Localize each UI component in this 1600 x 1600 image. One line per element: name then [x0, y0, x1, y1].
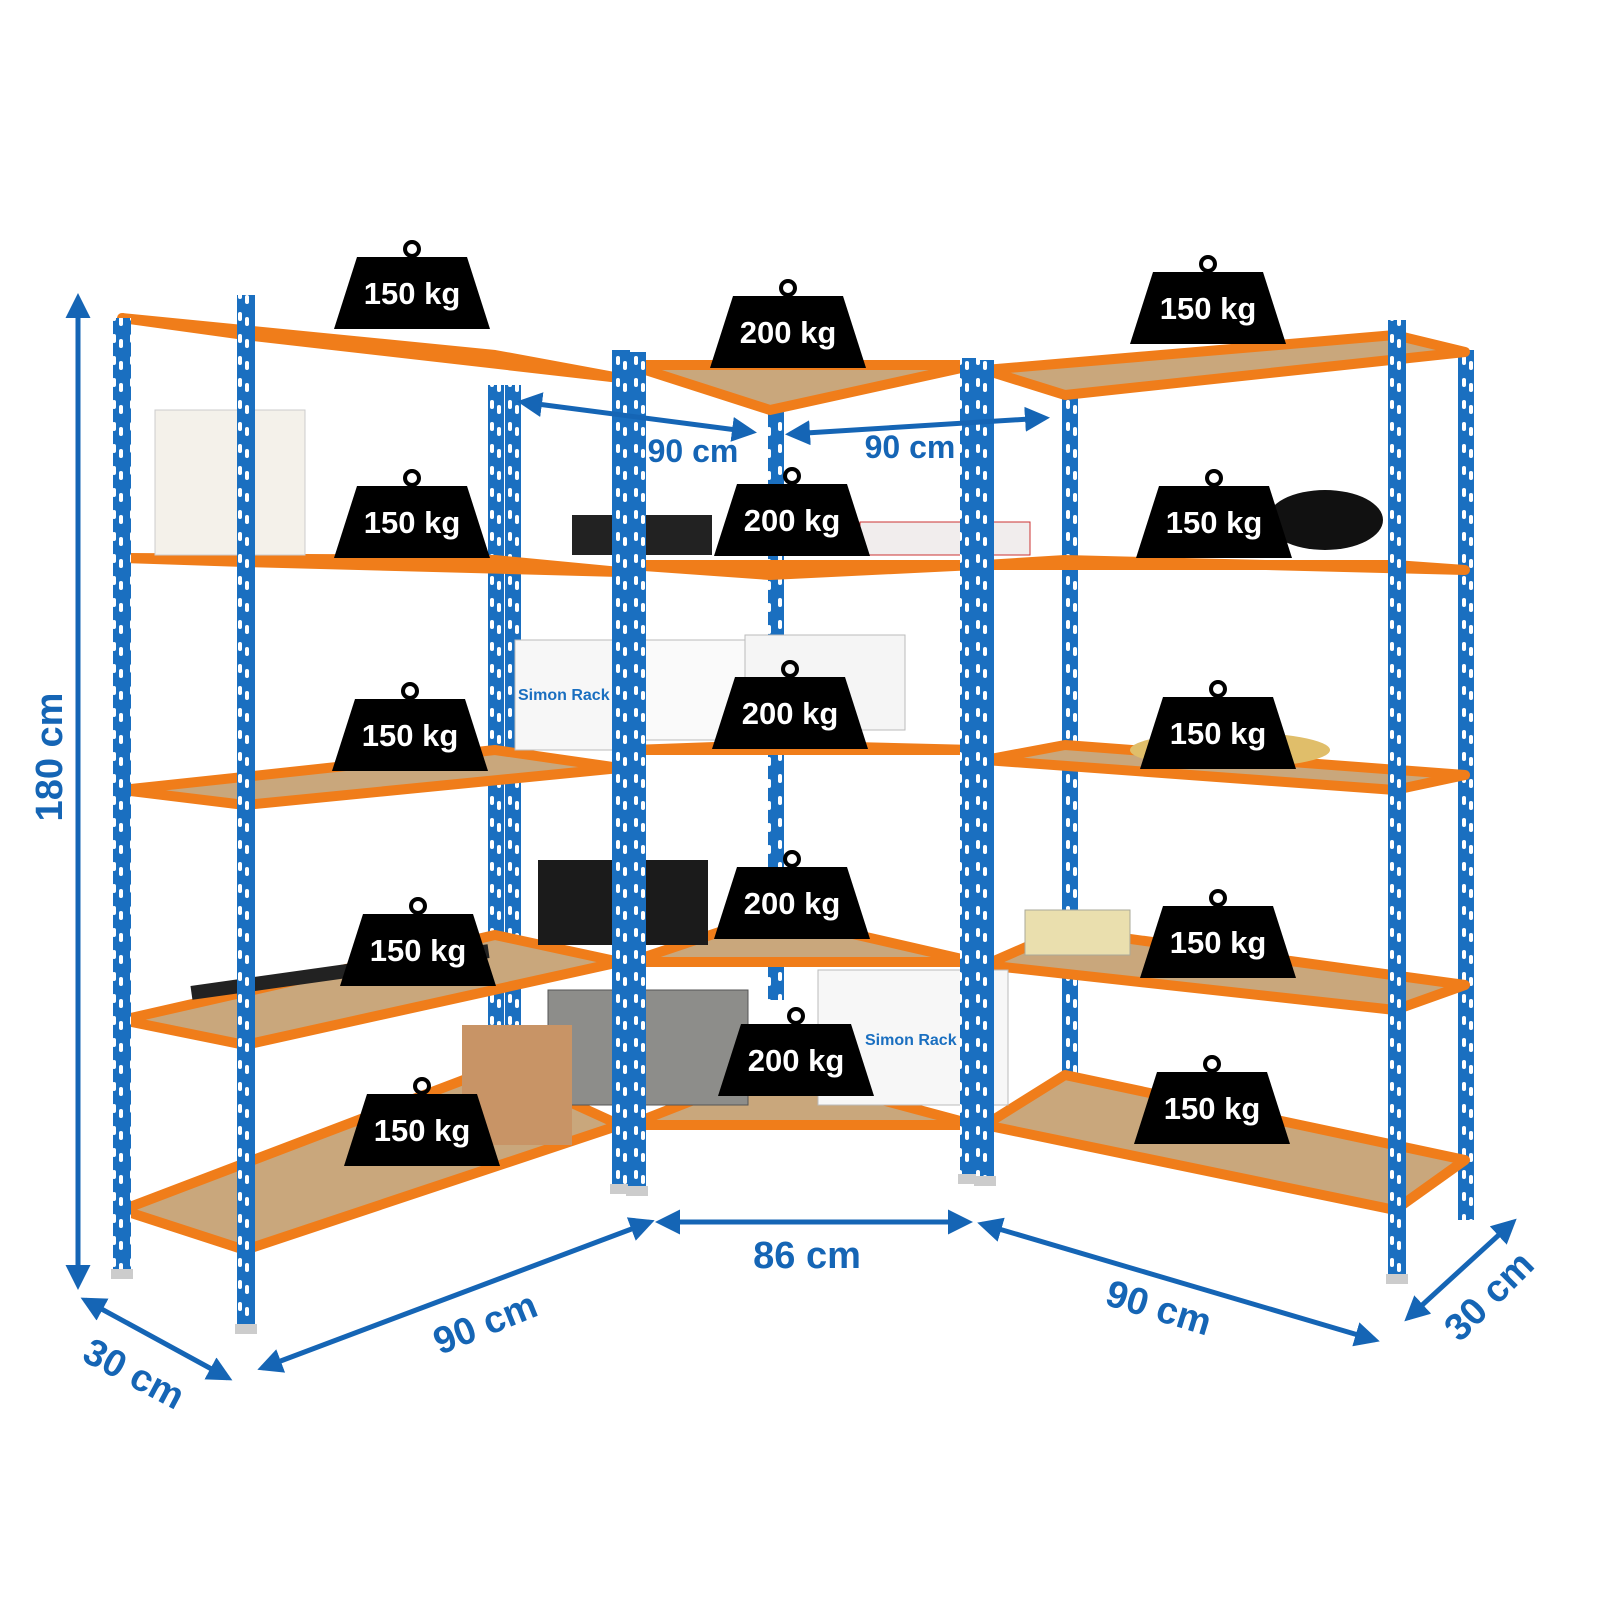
weight-capacity-label: 200 kg	[740, 315, 837, 350]
width-left-arrow	[257, 1217, 655, 1373]
bucket	[154, 409, 306, 556]
weight-capacity-label: 150 kg	[364, 276, 461, 311]
foot-plate	[1386, 1274, 1408, 1284]
upright-post	[612, 350, 630, 1190]
weight-icon: 200 kg	[712, 660, 868, 749]
load-capacity-weights: 150 kg 150 kg 150 kg 150 kg 150 kg 200 kg 200 …	[332, 240, 1296, 1166]
width-left-label: 90 cm	[428, 1284, 544, 1363]
cable-reel	[1267, 490, 1383, 550]
width-right-label: 90 cm	[1101, 1273, 1216, 1345]
weight-capacity-label: 150 kg	[362, 718, 459, 753]
weight-icon: 150 kg	[332, 682, 488, 771]
shelf-board	[117, 553, 625, 577]
weight-capacity-label: 150 kg	[364, 505, 461, 540]
weight-icon: 150 kg	[334, 240, 490, 329]
inner-left-label: 90 cm	[648, 433, 739, 469]
foot-plate	[958, 1174, 980, 1184]
upright-post	[237, 295, 255, 1330]
weight-capacity-label: 150 kg	[1160, 291, 1257, 326]
foot-plate	[626, 1186, 648, 1196]
width-right-arrow	[977, 1217, 1380, 1347]
brand-logo: Simon Rack	[865, 1032, 957, 1049]
inner-right-label: 90 cm	[865, 429, 956, 465]
upright-post	[505, 385, 521, 1035]
box	[859, 521, 1031, 556]
foot-plate	[111, 1269, 133, 1279]
aluminium-case	[547, 989, 749, 1106]
box	[1024, 909, 1131, 956]
weight-icon: 150 kg	[1140, 680, 1296, 769]
shelf-board	[980, 330, 1470, 400]
weight-capacity-label: 150 kg	[370, 933, 467, 968]
weight-capacity-label: 200 kg	[748, 1043, 845, 1078]
shelf-board	[625, 360, 980, 415]
depth-right-label: 30 cm	[1437, 1244, 1543, 1350]
weight-icon: 200 kg	[718, 1007, 874, 1096]
weight-icon: 150 kg	[1140, 889, 1296, 978]
depth-left-label: 30 cm	[76, 1331, 191, 1419]
upright-post	[1388, 320, 1406, 1280]
inner-left-arrow	[517, 392, 757, 442]
height-label: 180 cm	[29, 693, 71, 822]
weight-icon: 150 kg	[1134, 1055, 1290, 1144]
shelf-board	[625, 560, 980, 580]
weight-capacity-label: 200 kg	[742, 696, 839, 731]
dimension-arrows	[65, 293, 1517, 1381]
upright-post	[488, 385, 504, 1035]
weight-icon: 200 kg	[714, 850, 870, 939]
weight-icon: 150 kg	[1136, 469, 1292, 558]
weight-capacity-label: 150 kg	[1164, 1091, 1261, 1126]
weight-capacity-label: 150 kg	[1166, 505, 1263, 540]
weight-icon: 150 kg	[344, 1077, 500, 1166]
weight-capacity-label: 200 kg	[744, 886, 841, 921]
weight-icon: 200 kg	[710, 279, 866, 368]
front-uprights	[111, 295, 1408, 1334]
weight-icon: 150 kg	[1130, 255, 1286, 344]
weight-capacity-label: 150 kg	[1170, 925, 1267, 960]
upright-post	[960, 358, 978, 1180]
shelf-board	[980, 555, 1470, 575]
weight-icon: 150 kg	[334, 469, 490, 558]
upright-post	[628, 352, 646, 1192]
upright-post	[1458, 350, 1474, 1220]
weight-capacity-label: 200 kg	[744, 503, 841, 538]
upright-post	[976, 360, 994, 1182]
brand-logo: Simon Rack	[518, 687, 610, 704]
weight-icon: 150 kg	[340, 897, 496, 986]
weight-capacity-label: 150 kg	[374, 1113, 471, 1148]
inner-right-arrow	[785, 406, 1050, 446]
foot-plate	[974, 1176, 996, 1186]
weight-capacity-label: 150 kg	[1170, 716, 1267, 751]
width-center-label: 86 cm	[753, 1235, 861, 1277]
foot-plate	[235, 1324, 257, 1334]
depth-left-arrow	[80, 1297, 233, 1381]
weight-icon: 200 kg	[714, 467, 870, 556]
upright-post	[113, 318, 131, 1275]
depth-right-arrow	[1404, 1218, 1517, 1322]
foot-plate	[610, 1184, 632, 1194]
